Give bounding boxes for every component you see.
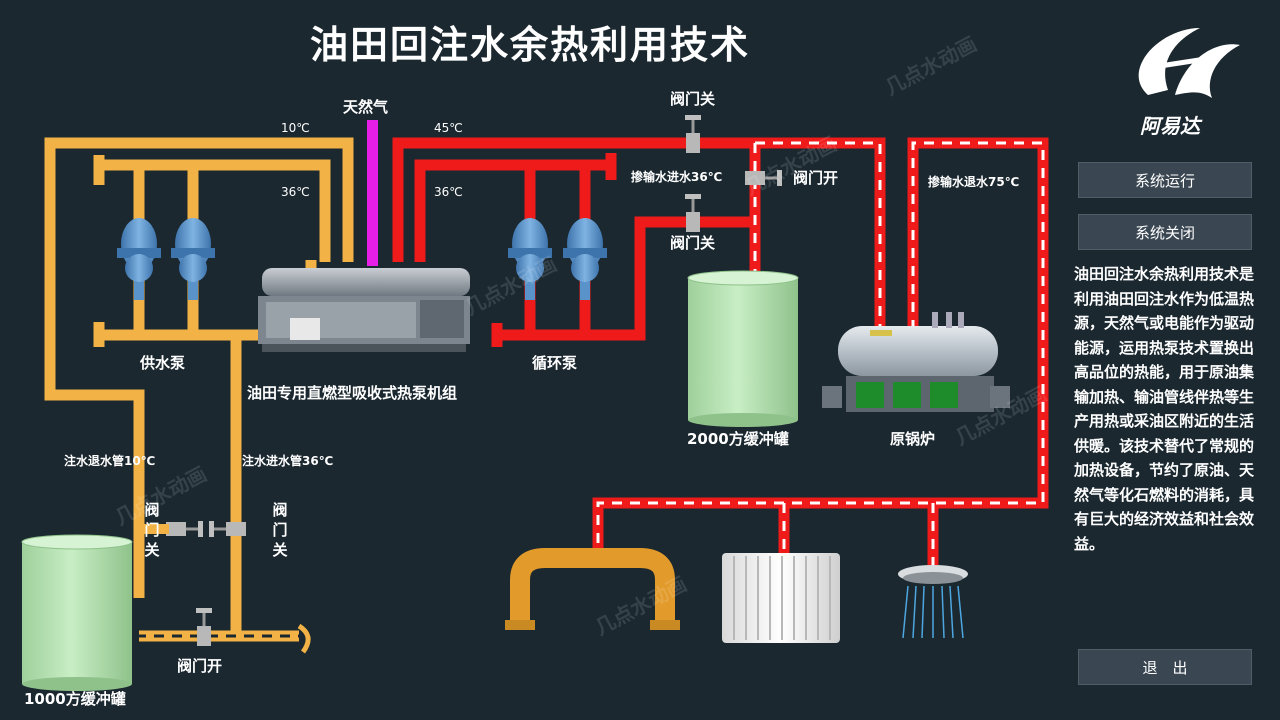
label-temp-10: 10℃ bbox=[281, 121, 310, 135]
tank-1000 bbox=[21, 534, 133, 691]
valve-right bbox=[745, 170, 782, 186]
label-valve-open-bottom: 阀门开 bbox=[177, 657, 223, 675]
label-inj-return: 注水退水管10℃ bbox=[64, 454, 156, 468]
label-boiler: 原锅炉 bbox=[890, 430, 936, 448]
exit-button[interactable]: 退 出 bbox=[1078, 649, 1252, 685]
label-valve-open-right: 阀门开 bbox=[793, 169, 839, 187]
label-supply-pump: 供水泵 bbox=[140, 354, 186, 372]
system-run-button[interactable]: 系统运行 bbox=[1078, 162, 1252, 198]
hot-flow-dashes bbox=[596, 141, 1045, 565]
page-title: 油田回注水余热利用技术 bbox=[309, 23, 750, 67]
supply-pump-2 bbox=[171, 218, 215, 300]
valve-bottom bbox=[196, 608, 212, 646]
radiator bbox=[722, 553, 840, 643]
label-heat-pump: 油田专用直燃型吸收式热泵机组 bbox=[247, 384, 458, 402]
label-tank-1000: 1000方缓冲罐 bbox=[24, 690, 126, 708]
valve-left-2 bbox=[209, 521, 246, 537]
label-natural-gas: 天然气 bbox=[343, 98, 389, 116]
label-temp-36a: 36℃ bbox=[281, 185, 310, 199]
logo-text: 阿易达 bbox=[1140, 114, 1200, 138]
system-stop-button[interactable]: 系统关闭 bbox=[1078, 214, 1252, 250]
gas-pipe bbox=[367, 120, 378, 266]
label-valve-close-mid: 阀门关 bbox=[670, 234, 716, 252]
valve-left-1 bbox=[166, 521, 203, 537]
label-tank-2000: 2000方缓冲罐 bbox=[687, 430, 789, 448]
boiler bbox=[822, 312, 1010, 412]
swirl-logo-icon bbox=[1138, 28, 1240, 98]
heat-pump-unit bbox=[258, 268, 470, 352]
circulation-pump-1 bbox=[508, 218, 552, 300]
label-temp-45: 45℃ bbox=[434, 121, 463, 135]
valve-mid bbox=[685, 194, 701, 232]
label-valve-close-left2: 阀门关 bbox=[272, 501, 288, 559]
description-text: 油田回注水余热利用技术是利用油田回注水作为低温热源，天然气或电能作为驱动能源，运… bbox=[1074, 265, 1255, 553]
pipe-outlet bbox=[297, 623, 311, 654]
shower bbox=[898, 565, 968, 639]
circulation-pump-2 bbox=[563, 218, 607, 300]
label-blend-in: 掺输水进水36℃ bbox=[631, 170, 723, 184]
tank-2000 bbox=[687, 270, 799, 427]
label-blend-out: 掺输水退水75℃ bbox=[928, 175, 1020, 189]
label-inj-in: 注水进水管36℃ bbox=[242, 454, 334, 468]
label-valve-close-left: 阀门关 bbox=[144, 501, 160, 559]
valve-top bbox=[685, 115, 701, 153]
pipe-stub bbox=[139, 524, 169, 534]
oil-pipe-heating bbox=[505, 548, 680, 630]
label-valve-close-top: 阀门关 bbox=[670, 90, 716, 108]
supply-pump-1 bbox=[117, 218, 161, 300]
label-circ-pump: 循环泵 bbox=[532, 354, 578, 372]
label-temp-36b: 36℃ bbox=[434, 185, 463, 199]
